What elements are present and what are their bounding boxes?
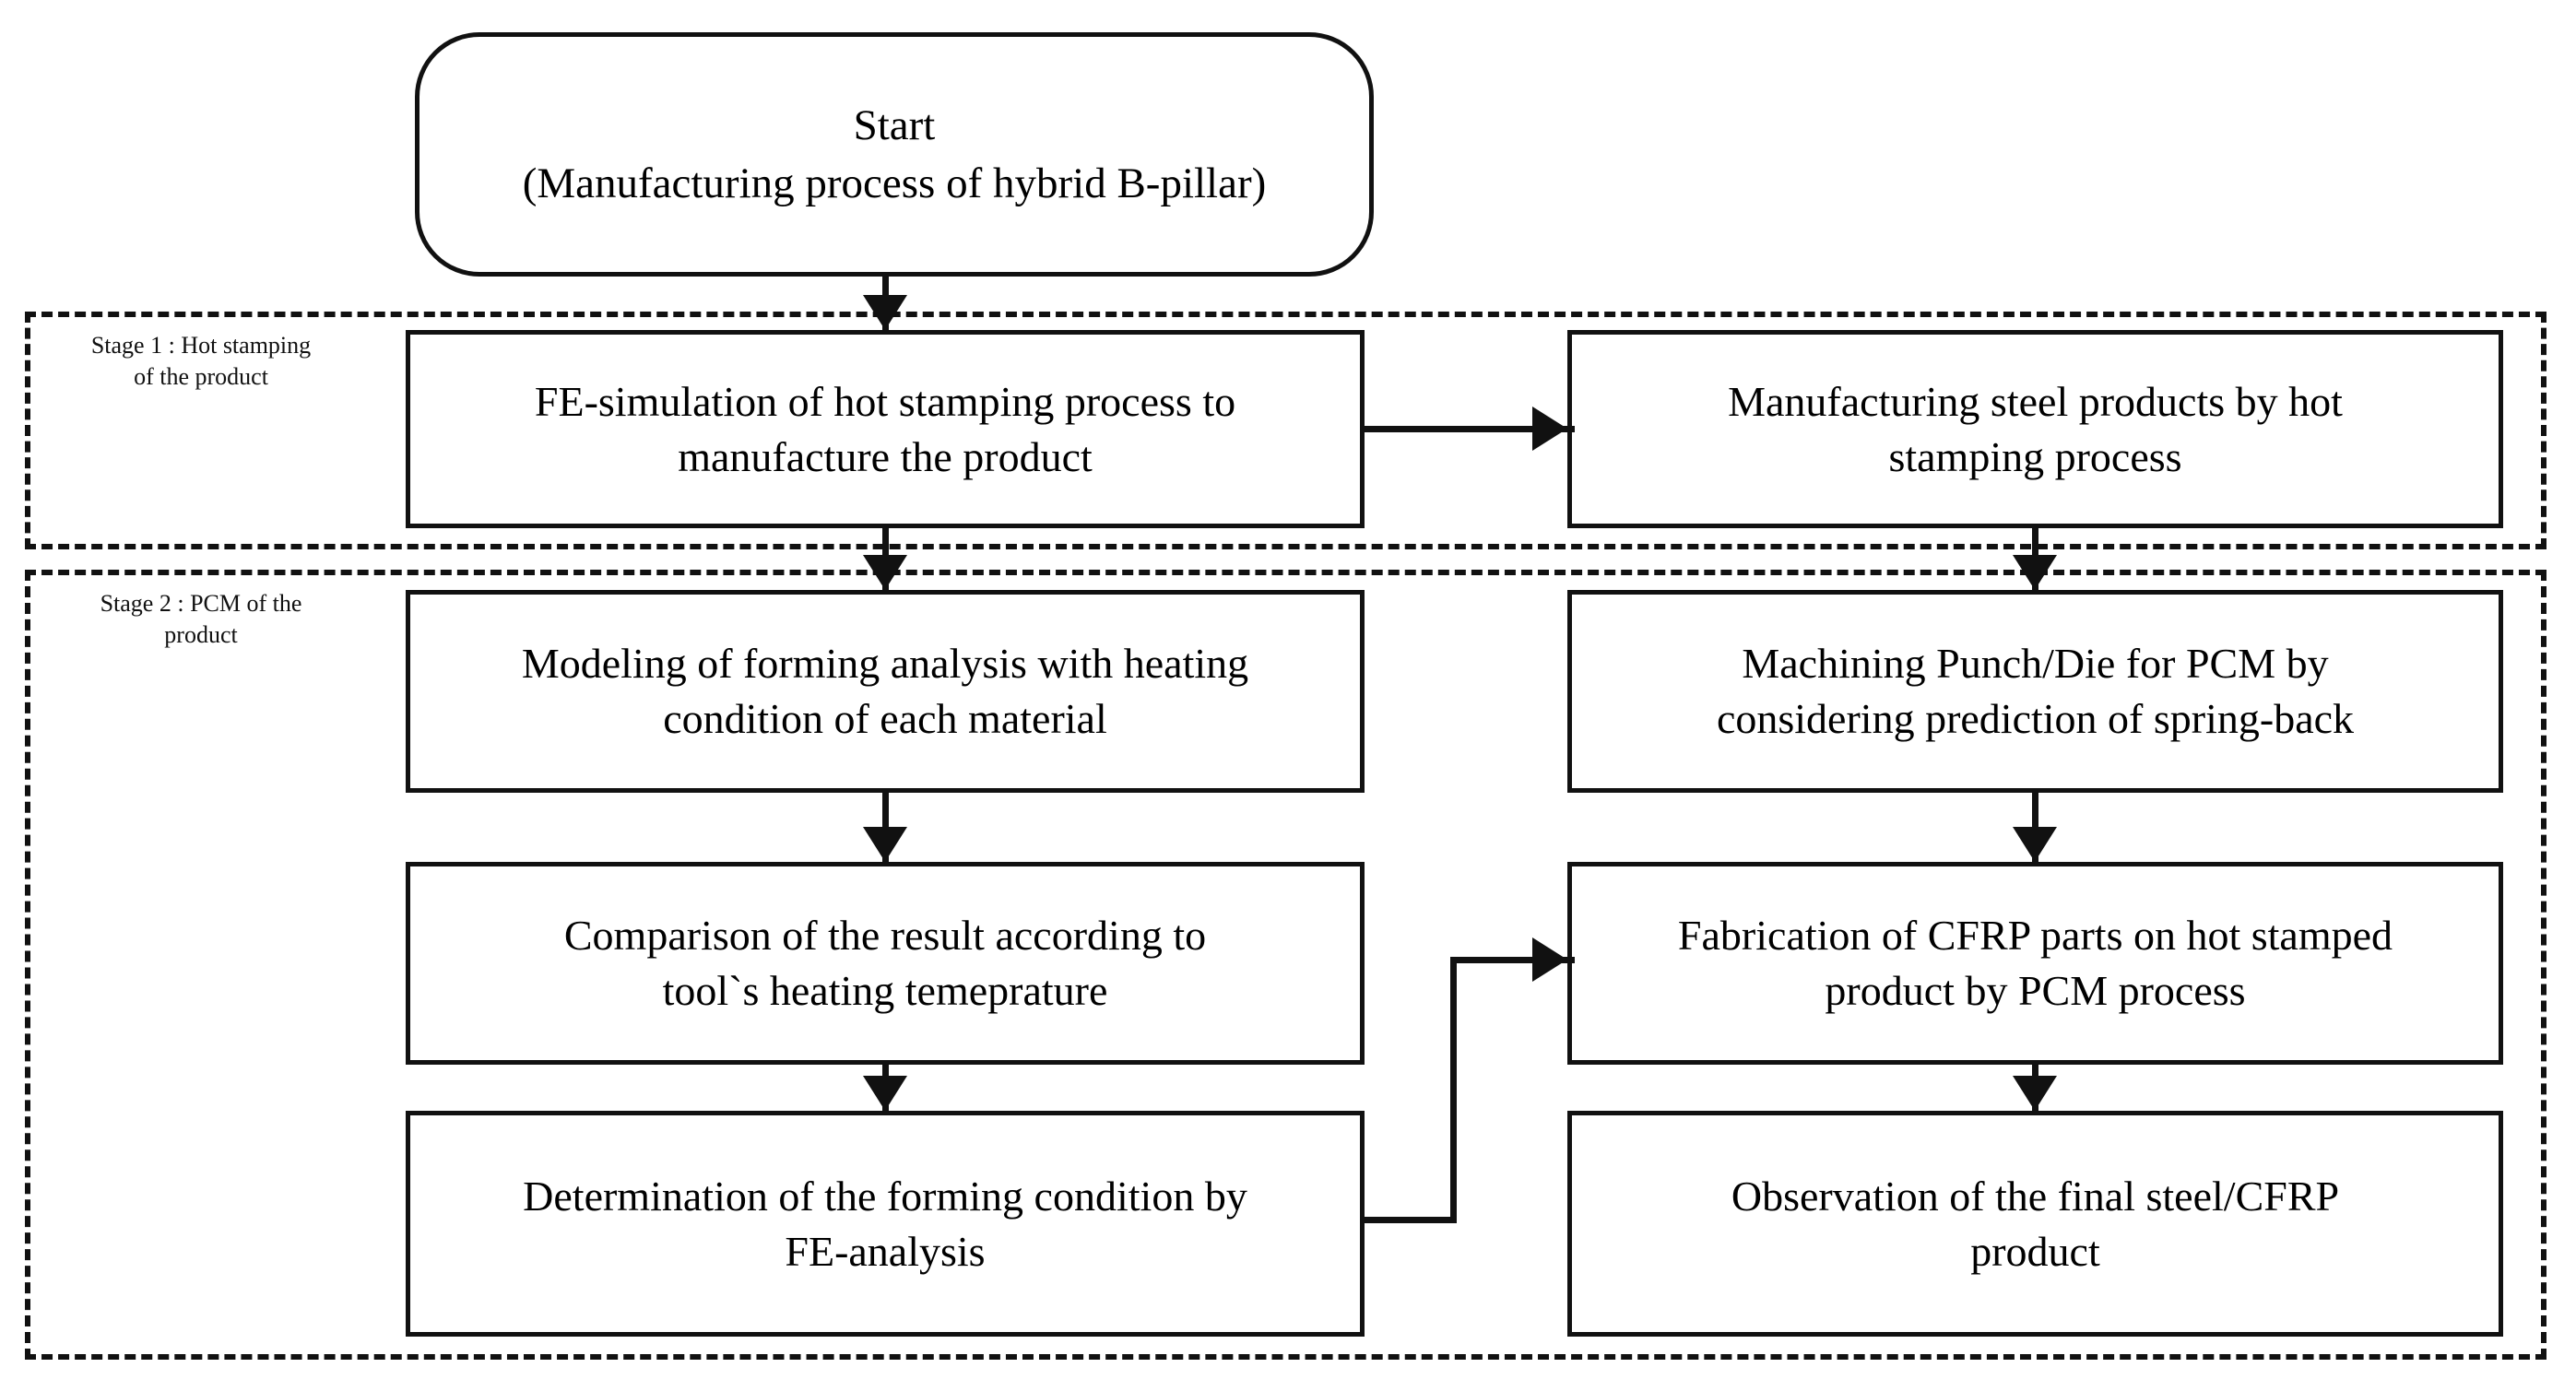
node-observation-label: Observation of the final steel/CFRP prod… [1731,1172,2340,1275]
connector-determination-elbow-bottom [1365,1217,1457,1223]
node-observation[interactable]: Observation of the final steel/CFRP prod… [1567,1111,2503,1337]
arrowhead-start-to-fe [863,295,907,330]
connector-determination-elbow-vertical [1450,957,1457,1223]
arrowhead-modeling-to-comparison [863,827,907,862]
connector-determination-elbow-top [1450,957,1575,963]
node-machining-label: Machining Punch/Die for PCM by consideri… [1716,640,2355,742]
arrowhead-determination-to-fabrication [1532,937,1567,982]
node-fabrication-label: Fabrication of CFRP parts on hot stamped… [1677,912,2393,1014]
arrowhead-manufacturing-to-machining [2013,555,2057,590]
node-start[interactable]: Start (Manufacturing process of hybrid B… [415,32,1374,277]
node-fabrication[interactable]: Fabrication of CFRP parts on hot stamped… [1567,862,2503,1065]
stage-1-label: Stage 1 : Hot stamping of the product [90,332,312,390]
stage-2-container [25,570,2546,1360]
node-modeling-label: Modeling of forming analysis with heatin… [521,640,1249,742]
node-start-label: Start (Manufacturing process of hybrid B… [522,101,1267,207]
arrowhead-comparison-to-determination [863,1076,907,1111]
node-comparison-label: Comparison of the result according to to… [563,912,1207,1014]
arrowhead-fabrication-to-observation [2013,1076,2057,1111]
arrowhead-machining-to-fabrication [2013,827,2057,862]
arrowhead-fe-to-modeling [863,555,907,590]
node-machining[interactable]: Machining Punch/Die for PCM by consideri… [1567,590,2503,793]
node-fe-simulation-label: FE-simulation of hot stamping process to… [534,377,1236,480]
node-comparison[interactable]: Comparison of the result according to to… [406,862,1365,1065]
node-modeling[interactable]: Modeling of forming analysis with heatin… [406,590,1365,793]
node-determination[interactable]: Determination of the forming condition b… [406,1111,1365,1337]
node-determination-label: Determination of the forming condition b… [523,1172,1247,1275]
stage-2-label: Stage 2 : PCM of the product [100,590,302,648]
node-manufacturing[interactable]: Manufacturing steel products by hot stam… [1567,330,2503,528]
node-fe-simulation[interactable]: FE-simulation of hot stamping process to… [406,330,1365,528]
stage-1-container [25,312,2546,549]
node-manufacturing-label: Manufacturing steel products by hot stam… [1728,377,2343,480]
arrowhead-fe-to-manufacturing [1532,407,1567,451]
connector-fe-to-manufacturing [1365,426,1575,432]
